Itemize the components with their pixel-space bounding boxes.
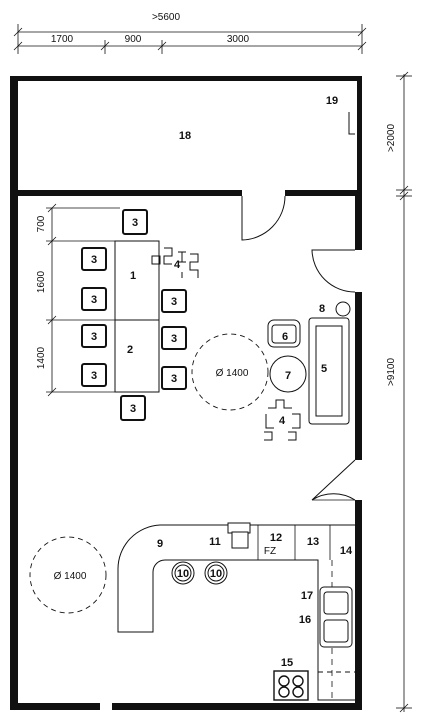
turning-circle-living [191,333,269,411]
label-counter: 9 [157,538,163,550]
dimension-table-2: 1600 [36,270,47,293]
label-stool-2: 10 [210,568,222,580]
door-swing-right-upper [311,249,356,293]
label-chair-right-3: 3 [171,373,177,385]
chairs: 3 3 3 3 3 3 3 3 3 [81,209,187,421]
label-chair-left-3: 3 [91,331,97,343]
dimension-main-height: >9100 [386,358,397,387]
round-table [269,355,307,393]
dimension-width-3: 3000 [227,34,250,45]
label-chair-top: 3 [132,217,138,229]
chair-left-2 [81,287,107,311]
doors [241,195,356,501]
stacked-chairs-lower: 4 [264,399,301,441]
label-fridge: 12 [270,532,282,544]
label-wardrobe: 19 [326,95,338,107]
label-lamp: 8 [319,303,325,315]
label-stacked-lower: 4 [279,415,286,427]
dining-table-2 [114,319,160,393]
label-chair-bottom: 3 [130,403,136,415]
door-swing-internal [241,195,286,241]
label-hob: 15 [281,657,293,669]
label-unit-17: 17 [301,590,313,602]
walls [10,76,362,710]
chair-top [122,209,148,235]
label-stool-1: 10 [177,568,189,580]
dimension-total-width: >5600 [152,12,181,23]
label-stacked-upper: 4 [174,259,181,271]
door-swing-right-lower [311,459,356,501]
label-armchair: 6 [282,331,288,343]
dimension-width-1: 1700 [51,34,74,45]
turning-circle-kitchen [29,536,107,614]
label-chair-left-2: 3 [91,294,97,306]
label-table-2: 2 [127,344,133,356]
dimension-table-1: 700 [36,215,47,232]
lamp [335,301,351,317]
label-table-1: 1 [130,270,136,282]
hob [273,670,309,701]
label-turning-circle-kitchen: Ø 1400 [54,571,87,582]
label-chair-right-1: 3 [171,296,177,308]
dining-table-1 [114,240,160,321]
label-sink: 11 [209,536,221,548]
wardrobe [348,112,355,135]
label-sofa: 5 [321,363,327,375]
label-chair-right-2: 3 [171,333,177,345]
label-unit-16: 16 [299,614,311,626]
chair-bottom [120,395,146,421]
left-dimension-chain: 700 1600 1400 [36,203,120,397]
chair-right-2 [161,326,187,350]
label-fridge-code: FZ [264,546,276,557]
chair-left-4 [81,363,107,387]
label-chair-left-4: 3 [91,370,97,382]
dimension-top-height: >2000 [386,124,397,153]
label-turning-circle-living: Ø 1400 [216,368,249,379]
dimension-table-3: 1400 [36,346,47,369]
top-dimension-chain: >5600 1700 900 3000 [13,12,367,54]
chair-left-3 [81,324,107,348]
label-room: 18 [179,130,191,142]
label-round-table: 7 [285,370,291,382]
kitchen-counter [117,524,355,701]
chair-right-3 [161,366,187,390]
chair-right-1 [161,289,187,313]
chair-left-1 [81,247,107,271]
dimension-width-2: 900 [125,34,142,45]
label-chair-left-1: 3 [91,254,97,266]
right-dimension-chain: >2000 >9100 [386,71,412,713]
label-unit-13: 13 [307,536,319,548]
stacked-chairs-upper: 4 [151,247,199,278]
label-unit-14: 14 [340,545,353,557]
